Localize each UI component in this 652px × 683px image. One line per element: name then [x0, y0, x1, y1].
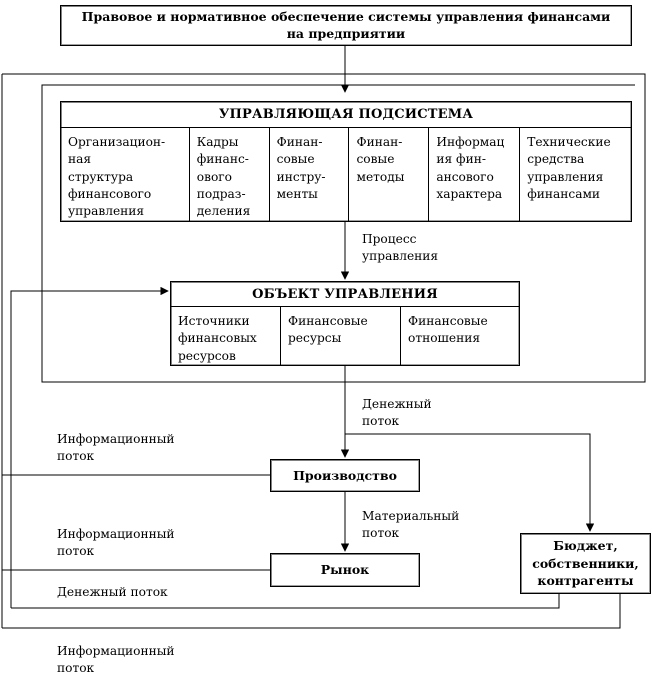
- legal-framework-title-box: Правовое и нормативное обеспечение систе…: [60, 5, 632, 46]
- label-process-upravleniya: Процесс управления: [362, 232, 439, 264]
- object-cell-relations: Финансовые отношения: [408, 314, 488, 346]
- label-materialnyy-potok: Материальный поток: [362, 509, 460, 541]
- wire-left-rail-inner: [10, 286, 169, 608]
- managing-cell-information: Информац ия фин- ансового характера: [429, 128, 521, 221]
- managing-cell-org-structure: Организацион-ная структура финансового у…: [61, 128, 190, 221]
- node-production: Производство: [270, 459, 420, 492]
- node-budget-owners-contractors: Бюджет, собственники, контрагенты: [520, 533, 651, 594]
- object-cell-sources: Источники финансовых ресурсов: [171, 307, 281, 365]
- wire-info-flow-3: [2, 594, 621, 629]
- label-informacionnyy-potok-1: Информационный поток: [57, 432, 175, 464]
- managing-cell-instruments: Финан- совые инстру- менты: [270, 128, 350, 221]
- wire-money-to-budget: [345, 433, 595, 532]
- managed-object-header: ОБЪЕКТ УПРАВЛЕНИЯ: [171, 282, 519, 307]
- managing-cell-personnel: Кадры финанс- ового подраз- деления: [190, 128, 270, 221]
- title-line-1: Правовое и нормативное обеспечение систе…: [81, 8, 611, 24]
- title-line-2: на предприятии: [286, 25, 406, 41]
- wire-money-return: [11, 594, 560, 609]
- managing-cell-technical-means: Технические средства управления финансам…: [527, 135, 611, 201]
- managing-subsystem-header: УПРАВЛЯЮЩАЯ ПОДСИСТЕМА: [61, 102, 631, 128]
- label-informacionnyy-potok-2: Информационный поток: [57, 527, 175, 559]
- managed-object-box: ОБЪЕКТ УПРАВЛЕНИЯ Источники финансовых р…: [170, 281, 520, 366]
- managed-object-columns: Источники финансовых ресурсов Финансовые…: [171, 307, 519, 365]
- label-informacionnyy-potok-3: Информационный поток: [57, 644, 175, 676]
- label-denezhnyy-potok-1: Денежный поток: [362, 397, 432, 429]
- managing-subsystem-columns: Организацион-ная структура финансового у…: [61, 128, 631, 221]
- node-market: Рынок: [270, 553, 420, 587]
- managing-subsystem-box: УПРАВЛЯЮЩАЯ ПОДСИСТЕМА Организацион-ная …: [60, 101, 632, 222]
- object-cell-resources: Финансовые ресурсы: [281, 307, 401, 365]
- label-denezhnyy-potok-2: Денежный поток: [57, 585, 168, 599]
- outer-container-frame: [2, 73, 646, 383]
- managing-cell-methods: Финан- совые методы: [349, 128, 430, 221]
